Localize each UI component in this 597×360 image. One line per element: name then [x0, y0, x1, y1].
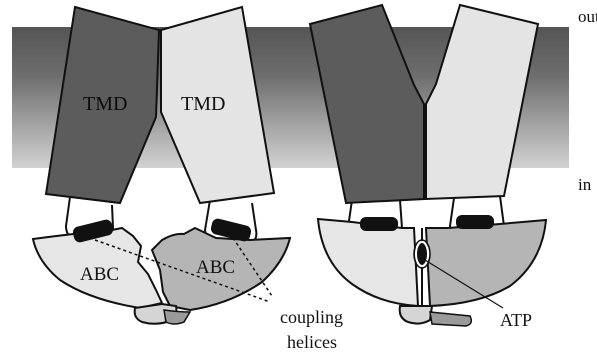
transporter-outward-facing [308, 3, 548, 327]
abc-domain-right [150, 226, 292, 312]
label-out: out [578, 7, 597, 26]
atp-outline [413, 239, 431, 269]
tmd-left-dark [44, 5, 161, 205]
label-helices: helices [287, 332, 337, 352]
coupling-pointer-lines [94, 237, 273, 303]
tmd-right-light [160, 5, 276, 205]
label-coupling: coupling [280, 307, 343, 327]
label-atp: ATP [500, 310, 532, 330]
coupling-helix-left [72, 219, 114, 243]
abc-bottom-tab-right [163, 309, 192, 325]
abc-bottom-tab-left-closed [398, 305, 434, 325]
label-in: in [578, 175, 592, 194]
atp-molecule [415, 241, 429, 267]
abc-domain-left-closed [316, 217, 420, 308]
transporter-inward-facing [31, 5, 292, 325]
abc-bottom-tab-right-closed [429, 311, 473, 327]
label-tmd-right: TMD [181, 93, 225, 115]
atp-pointer-line [424, 259, 504, 309]
tmd-outward-dark [308, 3, 425, 205]
tmd-outward-light [425, 3, 540, 201]
abc-domain-right-closed [424, 218, 548, 308]
label-abc-left: ABC [80, 264, 119, 285]
coupling-helix-outward-left [360, 217, 398, 231]
coupling-helix-outward-right [456, 215, 494, 229]
coupling-helix-right [210, 218, 252, 242]
label-abc-right: ABC [196, 257, 235, 278]
label-tmd-left: TMD [83, 93, 127, 115]
